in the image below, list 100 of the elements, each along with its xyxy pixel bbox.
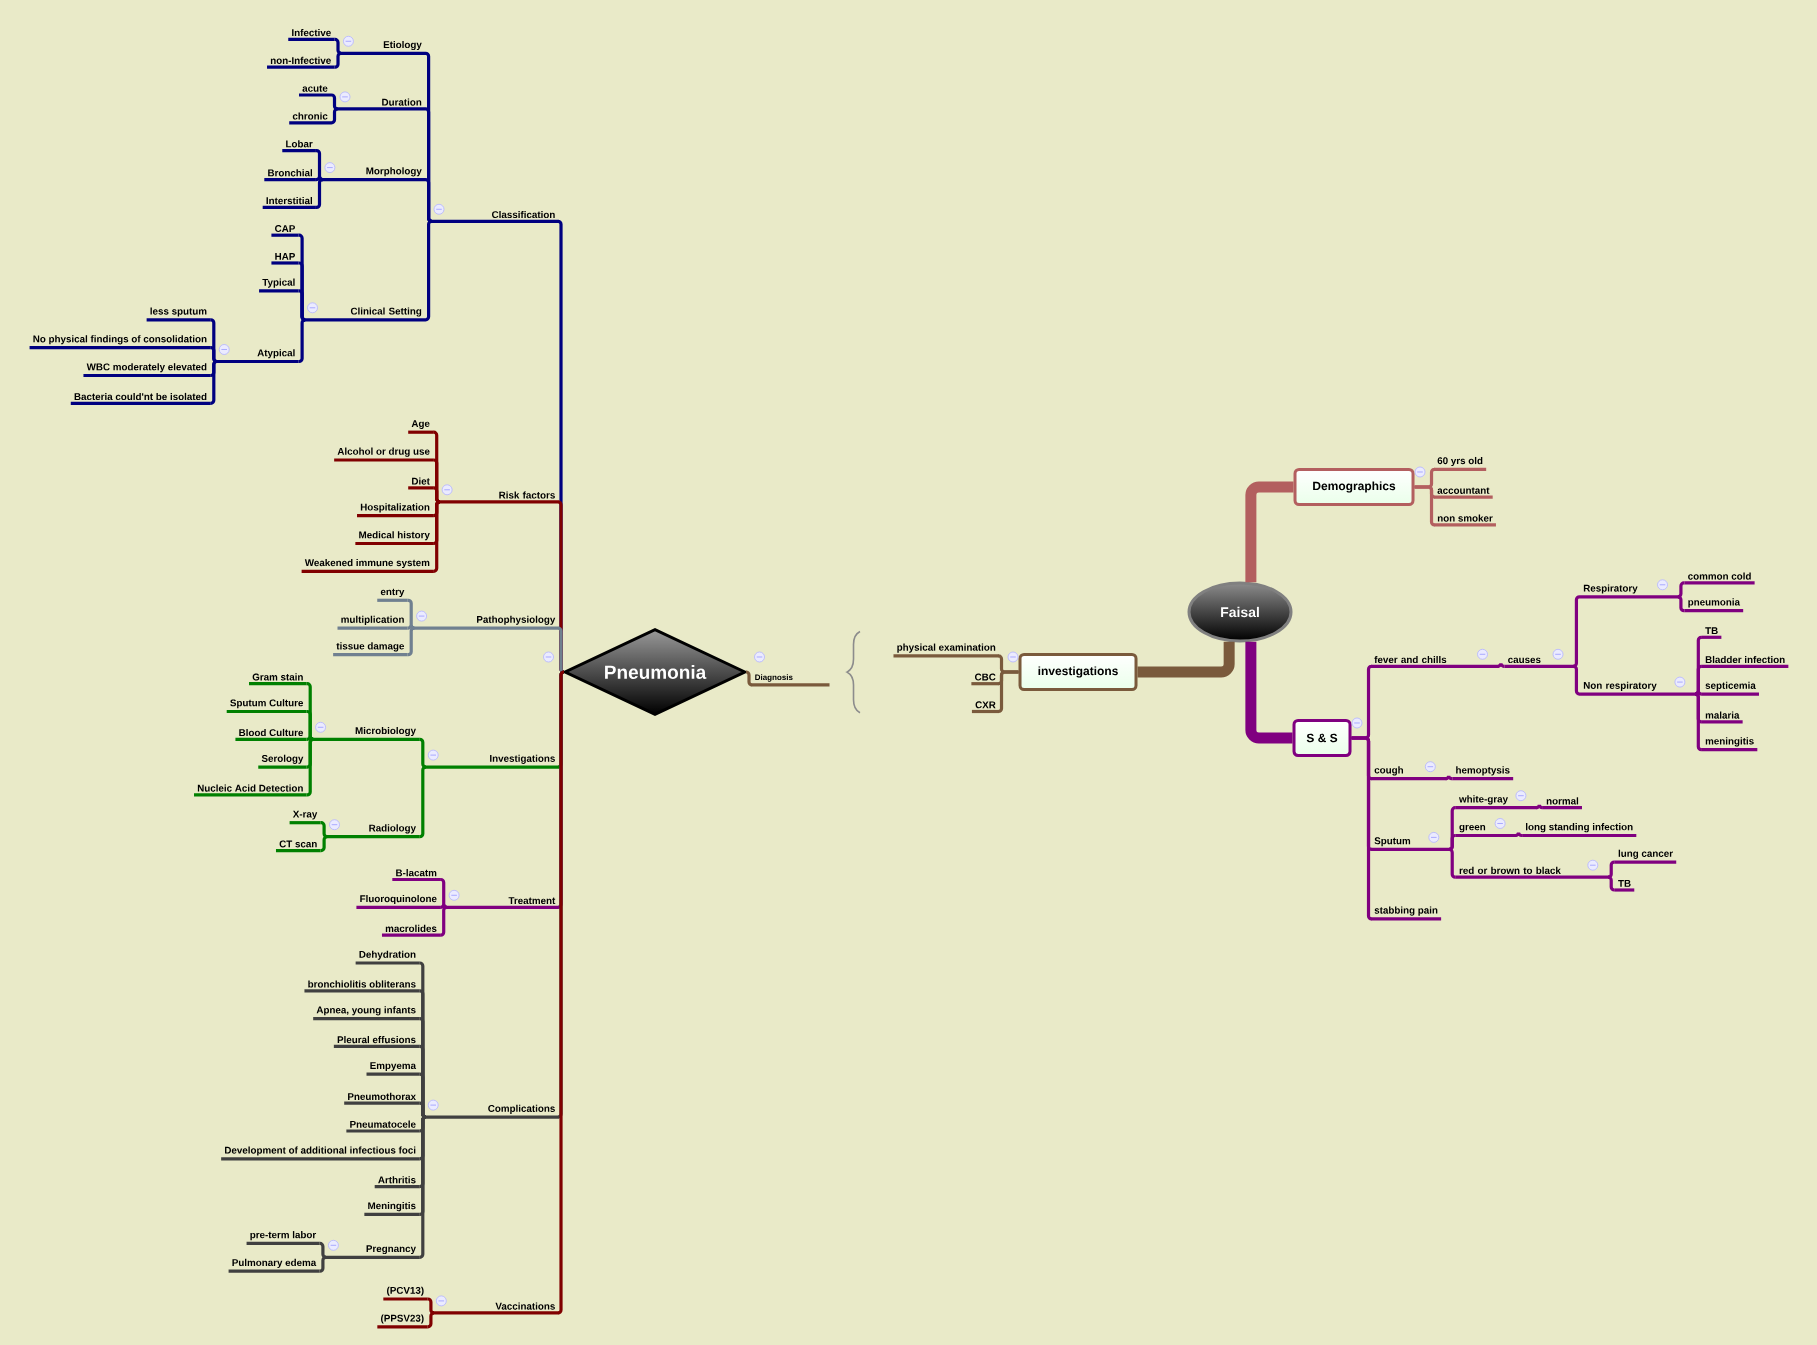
connector	[305, 737, 315, 797]
branch-label: entry	[377, 588, 408, 602]
branch-label: green	[1455, 824, 1517, 838]
branch-label: WBC moderately elevated	[83, 363, 211, 378]
connector	[406, 623, 416, 630]
connector	[305, 734, 315, 741]
connector	[1676, 595, 1686, 613]
connector	[1447, 847, 1457, 879]
connector	[1693, 692, 1703, 752]
connector	[1513, 830, 1524, 838]
branch-label: Radiology	[326, 824, 420, 839]
branch-label: chronic	[289, 112, 331, 125]
branch-label: bronchiolitis obliterans	[304, 980, 420, 993]
connector	[1447, 833, 1457, 851]
connector	[1414, 485, 1437, 527]
branch-label: Meningitis	[364, 1202, 420, 1216]
branch-label: pneumonia	[1684, 598, 1744, 613]
branch-label: Medical history	[355, 531, 434, 546]
branch-label: (PPSV23)	[377, 1314, 428, 1329]
connector	[996, 670, 1019, 714]
branch-label: Blood Culture	[235, 728, 307, 741]
connector	[439, 905, 449, 937]
connector	[1606, 860, 1616, 879]
connector	[744, 670, 754, 687]
branch-label: Etiology	[340, 40, 425, 55]
branch-label: Sputum Culture	[226, 699, 307, 714]
connector	[1351, 736, 1374, 921]
branch-label: Infective	[288, 29, 335, 41]
branch-label: CAP	[271, 225, 299, 237]
branch-label: Diagnosis	[751, 674, 830, 687]
connector	[1676, 581, 1686, 599]
connector	[209, 359, 219, 405]
connector	[209, 346, 219, 364]
connector	[319, 835, 329, 853]
branch-label: TB	[1701, 627, 1722, 639]
branch-label: 60 yrs old	[1434, 456, 1487, 471]
branch-label: CXR	[971, 701, 999, 714]
connector	[318, 1241, 328, 1259]
branch-label: Lobar	[282, 140, 316, 153]
branch-label: stabbing pain	[1371, 906, 1442, 921]
connector	[432, 500, 442, 573]
branch-label: non-Infective	[267, 56, 335, 69]
connector	[297, 318, 307, 364]
branch-label: Weakened immune system	[301, 558, 434, 573]
connector	[406, 626, 416, 657]
connector	[329, 107, 340, 125]
connector	[418, 737, 428, 769]
branch-label: HAP	[271, 253, 299, 265]
branch-label: Bacteria could'nt be isolated	[70, 392, 211, 405]
branch-label: white-gray	[1455, 795, 1538, 810]
branch-label: X-ray	[289, 810, 321, 825]
branch-label: Duration	[336, 98, 425, 111]
branch-label: Arthritis	[374, 1176, 420, 1189]
branch-label: Pathophysiology	[413, 615, 559, 630]
connector	[556, 670, 566, 1315]
connector	[556, 626, 566, 674]
branch-label: Complications	[424, 1104, 559, 1119]
branch-label: hemoptysis	[1452, 766, 1514, 781]
branch-label: Respiratory	[1580, 584, 1679, 599]
branch-label: long standing infection	[1522, 823, 1637, 838]
branch-label: Bronchial	[264, 169, 316, 182]
branch-label: Investigations	[424, 754, 559, 769]
branch-label: Nucleic Acid Detection	[194, 784, 307, 797]
branch-label: tissue damage	[333, 642, 408, 657]
connector	[318, 1255, 328, 1273]
branch-label: Apnea, young infants	[313, 1006, 420, 1021]
branch-label: Hospitalization	[357, 503, 434, 518]
branch-label: common cold	[1684, 572, 1755, 585]
branch-label: Non respiratory	[1580, 681, 1697, 696]
topic-box: investigations	[1018, 653, 1138, 691]
branch-label: No physical findings of consolidation	[29, 335, 211, 350]
branch-label: causes	[1504, 657, 1575, 668]
branch-label: normal	[1542, 797, 1582, 810]
connector	[424, 219, 434, 322]
branch-label: Dehydration	[355, 950, 420, 965]
branch-label: accountant	[1434, 487, 1493, 499]
connector	[314, 178, 325, 209]
branch-label: Sputum	[1371, 837, 1451, 851]
branch-label: non smoker	[1434, 514, 1496, 527]
branch-label: Serology	[258, 754, 307, 769]
connector	[439, 902, 449, 909]
connector	[426, 1297, 436, 1315]
connector	[333, 37, 343, 55]
branch-label: Classification	[430, 210, 559, 223]
branch-label: red or brown to black	[1455, 866, 1610, 879]
branch-label: cough	[1371, 766, 1447, 781]
branch-label: TB	[1614, 880, 1635, 892]
connector	[333, 51, 343, 69]
connector	[418, 1115, 428, 1259]
topic-box: Demographics	[1293, 468, 1415, 506]
branch-label: Pleural effusions	[333, 1036, 420, 1048]
connector	[319, 821, 329, 839]
branch-label: fever and chills	[1371, 655, 1499, 668]
branch-label: Atypical	[215, 349, 299, 364]
connector	[1496, 661, 1506, 668]
branch-label: Alcohol or drug use	[334, 447, 434, 462]
connector	[1606, 875, 1616, 892]
branch-label: acute	[299, 85, 331, 97]
branch-label: Empyema	[366, 1062, 420, 1076]
branch-label: septicemia	[1701, 681, 1759, 696]
